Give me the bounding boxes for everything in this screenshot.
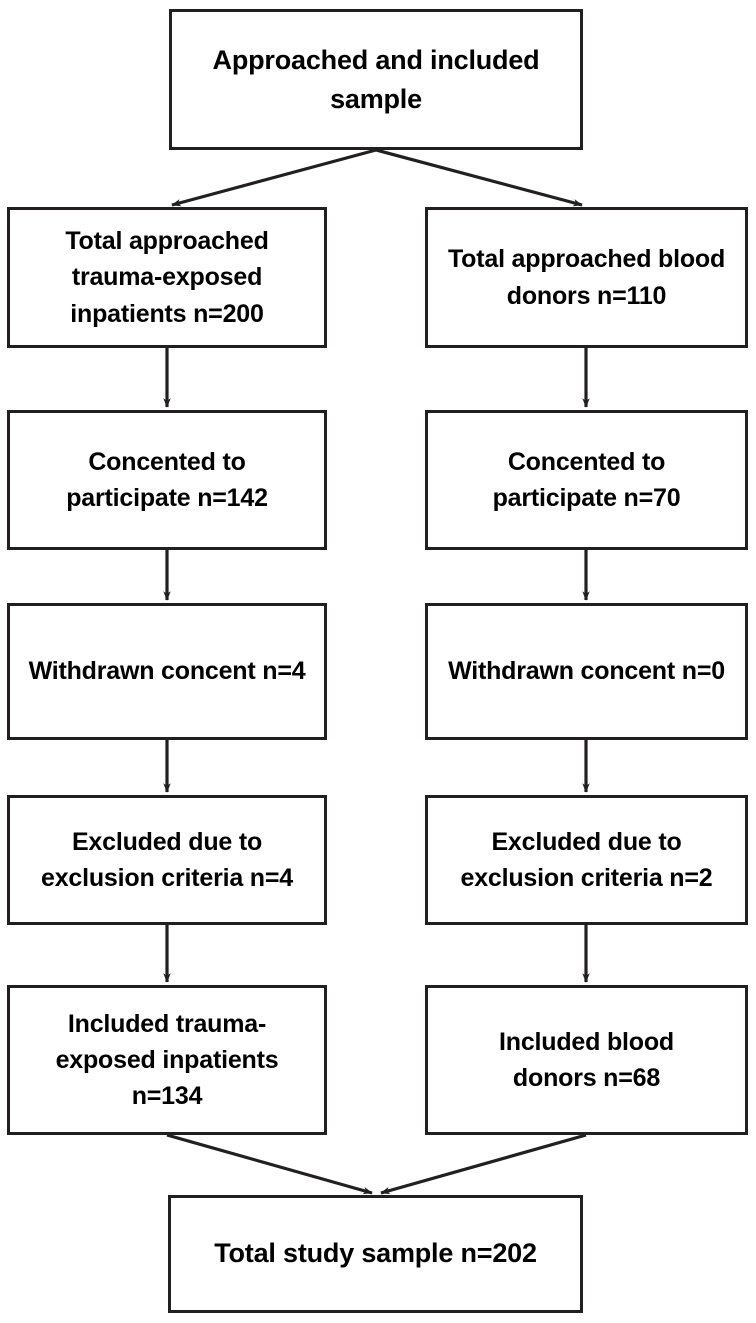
- node-excluded-criteria-inpatients[interactable]: Excluded due to exclusion criteria n=4: [7, 795, 327, 925]
- node-total-study-sample[interactable]: Total study sample n=202: [168, 1195, 583, 1313]
- edge-root-to-left1: [171, 148, 377, 207]
- node-label: Withdrawn concent n=0: [448, 657, 725, 686]
- node-label: Included trauma-exposed inpatients n=134: [55, 1009, 279, 1111]
- node-label: Excluded due to exclusion criteria n=2: [460, 827, 713, 892]
- node-label: Approached and included sample: [212, 45, 540, 114]
- node-label: Concented to participate n=70: [492, 447, 681, 512]
- node-label: Included blood donors n=68: [499, 1027, 674, 1092]
- node-label: Total approached trauma-exposed inpatien…: [65, 227, 269, 328]
- node-included-inpatients[interactable]: Included trauma-exposed inpatients n=134: [7, 985, 327, 1135]
- node-approached-and-included-sample[interactable]: Approached and included sample: [169, 9, 583, 150]
- node-excluded-criteria-donors[interactable]: Excluded due to exclusion criteria n=2: [425, 795, 748, 925]
- node-label: Total study sample n=202: [214, 1238, 537, 1269]
- node-label: Total approached blood donors n=110: [447, 245, 726, 310]
- edge-left5-to-total: [166, 1133, 373, 1195]
- node-withdrawn-concent-inpatients[interactable]: Withdrawn concent n=4: [7, 603, 327, 740]
- edge-root-to-right1: [375, 148, 583, 207]
- node-label: Concented to participate n=142: [66, 447, 268, 512]
- edge-right5-to-total: [380, 1133, 587, 1195]
- node-label: Withdrawn concent n=4: [28, 657, 306, 686]
- node-included-blood-donors[interactable]: Included blood donors n=68: [425, 985, 748, 1135]
- node-concented-participate-inpatients[interactable]: Concented to participate n=142: [7, 410, 327, 550]
- node-concented-participate-donors[interactable]: Concented to participate n=70: [425, 410, 748, 550]
- node-label: Excluded due to exclusion criteria n=4: [41, 827, 293, 892]
- node-total-approached-inpatients[interactable]: Total approached trauma-exposed inpatien…: [7, 207, 327, 348]
- node-withdrawn-concent-donors[interactable]: Withdrawn concent n=0: [425, 603, 748, 740]
- node-total-approached-blood-donors[interactable]: Total approached blood donors n=110: [425, 207, 748, 348]
